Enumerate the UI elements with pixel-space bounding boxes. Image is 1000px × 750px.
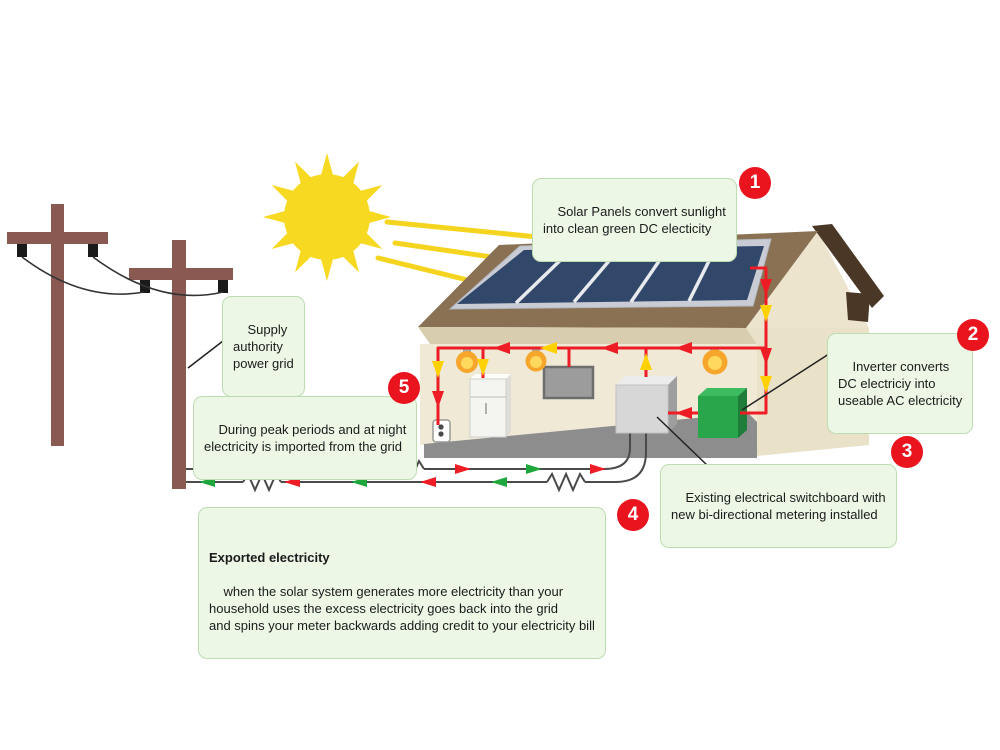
roof-fascia-end	[846, 292, 870, 322]
light-bulb	[702, 347, 728, 375]
callout-switchboard-text: Existing electrical switchboard with new…	[671, 490, 886, 522]
callout-supply-authority-text: Supply authority power grid	[233, 322, 294, 371]
callout-exported-electricity: Exported electricity when the solar syst…	[198, 507, 606, 659]
roof-eave-strip	[418, 327, 757, 345]
step-badge-4: 4	[617, 499, 649, 531]
sun-icon	[263, 153, 391, 281]
switchboard	[615, 376, 677, 434]
power-pole-left	[7, 204, 108, 446]
callout-imported-electricity: During peak periods and at night electri…	[193, 396, 418, 480]
roof-fascia	[812, 224, 884, 308]
step-badge-2: 2	[957, 319, 989, 351]
callout-inverter-text: Inverter converts DC electriciy into use…	[838, 359, 963, 408]
callout-imported-text: During peak periods and at night electri…	[204, 422, 407, 454]
pole-span-wires	[21, 256, 224, 297]
callout-exported-text: when the solar system generates more ele…	[209, 584, 595, 633]
resistor-zigzag	[546, 471, 586, 493]
callout-solar-panels-text: Solar Panels convert sunlight into clean…	[543, 204, 726, 236]
light-bulb	[456, 347, 478, 373]
step-badge-3: 3	[891, 436, 923, 468]
house-gable	[746, 231, 869, 328]
callout-supply-authority: Supply authority power grid	[222, 296, 305, 397]
callout-inverter: Inverter converts DC electriciy into use…	[827, 333, 974, 434]
callout-solar-panels: Solar Panels convert sunlight into clean…	[532, 178, 737, 262]
step-badge-1: 1	[739, 167, 771, 199]
wall-tv	[542, 365, 595, 400]
callout-switchboard: Existing electrical switchboard with new…	[660, 464, 897, 548]
fridge	[469, 374, 511, 438]
inverter	[698, 388, 747, 438]
wiring-arrows	[432, 279, 772, 419]
light-bulb	[525, 347, 547, 372]
step-badge-5: 5	[388, 372, 420, 404]
callout-exported-title: Exported electricity	[209, 550, 330, 565]
power-outlet	[432, 419, 451, 443]
